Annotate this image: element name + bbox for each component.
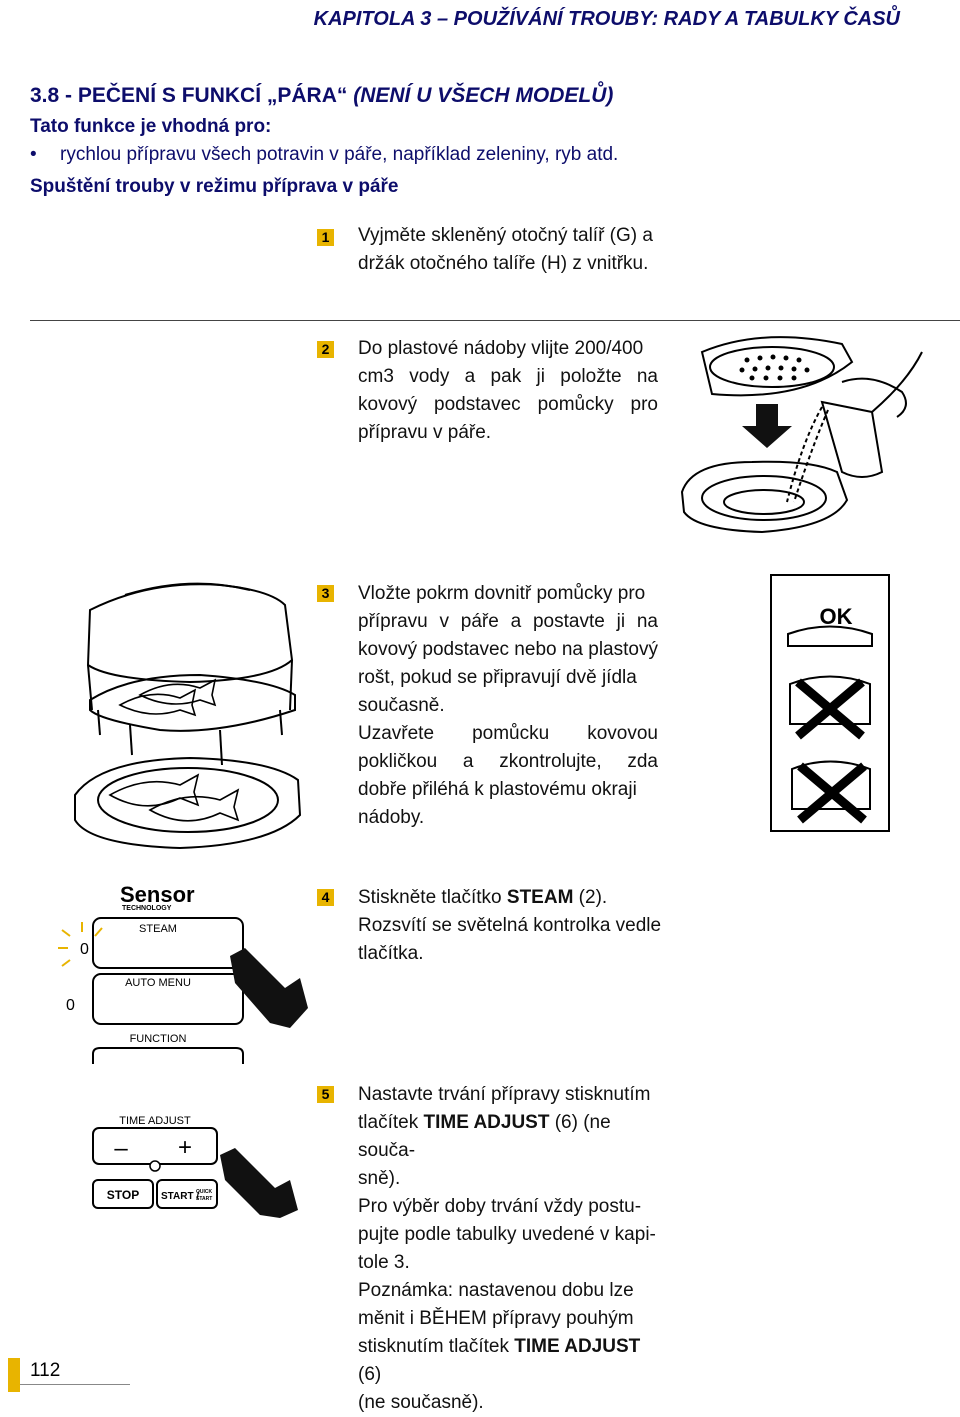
section-title: 3.8 - PEČENÍ S FUNKCÍ „PÁRA“ (NENÍ U VŠE…: [30, 84, 613, 108]
step-number-1: 1: [317, 229, 334, 246]
step-2-line: Do plastové nádoby vlijte 200/400: [358, 338, 644, 359]
step-1-line: Vyjměte skleněný otočný talíř (G) a: [358, 225, 653, 246]
step-2-text: Do plastové nádoby vlijte 200/400 cm3 vo…: [358, 335, 658, 447]
step-1-line: držák otočného talíře (H) z vnitřku.: [358, 253, 649, 274]
auto-menu-indicator: 0: [66, 997, 75, 1014]
divider: [30, 320, 960, 321]
time-adjust-keyword: TIME ADJUST: [514, 1336, 641, 1357]
step-4-line: (2).: [573, 887, 608, 908]
brand-logo: Sensor: [120, 882, 195, 907]
lid-fit-check-illustration: OK: [770, 574, 890, 832]
function-button[interactable]: [92, 1047, 244, 1064]
quick-label: QUICK: [196, 1189, 213, 1195]
bullet-item: • rychlou přípravu všech potravin v páře,…: [30, 144, 618, 166]
step-2-line: cm3 vody a pak ji položte na: [358, 366, 658, 387]
intro-text: Tato funkce je vhodná pro:: [30, 116, 272, 137]
footer-rule: [20, 1384, 130, 1385]
chapter-header: KAPITOLA 3 – POUŽÍVÁNÍ TROUBY: RADY A TA…: [313, 8, 900, 30]
clock-icon: [149, 1160, 161, 1172]
time-adjust-panel-illustration: TIME ADJUST – + STOP START / QUICK START: [92, 1115, 298, 1218]
auto-menu-button[interactable]: [92, 973, 244, 1025]
step-number-2: 2: [317, 341, 334, 358]
cross-icon: [795, 678, 865, 740]
quick-start-label: START: [196, 1196, 212, 1202]
plus-label: +: [178, 1134, 192, 1161]
subheading: Spuštění trouby v režimu příprava v páře: [30, 176, 399, 197]
step-5-line: (6) (ne souča-: [358, 1112, 611, 1161]
time-adjust-label: TIME ADJUST: [119, 1115, 191, 1127]
section-title-paren: (NENÍ U VŠECH MODELŮ): [353, 84, 614, 107]
steamer-base-icon: [74, 756, 302, 850]
step-5-line: Pro výběr doby trvání vždy postu-: [358, 1196, 642, 1217]
step-5-line: pujte podle tabulky uvedené v kapi-: [358, 1224, 656, 1245]
step-number-4: 4: [317, 889, 334, 906]
page-marker: [8, 1358, 20, 1392]
steam-keyword: STEAM: [506, 887, 574, 908]
step-5-line: sně).: [358, 1168, 401, 1189]
step-3-line: Uzavřete pomůcku kovovou: [358, 723, 658, 744]
step-5-line: tlačítek: [358, 1112, 424, 1133]
brand-sub: TECHNOLOGY: [122, 905, 172, 912]
step-3-line: Vložte pokrm dovnitř pomůcky pro: [358, 583, 646, 604]
fish-icon: [108, 678, 240, 822]
step-1-text: Vyjměte skleněný otočný talíř (G) a držá…: [358, 222, 668, 278]
step-4-text: Stiskněte tlačítko STEAM (2). Rozsvítí s…: [358, 884, 678, 968]
pressing-hand-icon: [230, 948, 308, 1028]
step-3-line: pokličkou a zkontrolujte, zda: [358, 751, 658, 772]
step-3-line: současně.: [358, 695, 445, 716]
time-adjust-button[interactable]: [92, 1127, 218, 1165]
cross-icon: [797, 762, 867, 824]
steam-indicator: 0: [80, 941, 89, 958]
water-jug-icon: [786, 351, 923, 503]
stop-button[interactable]: [92, 1179, 154, 1209]
step-5-line: (6): [358, 1364, 382, 1385]
bullet-text: rychlou přípravu všech potravin v páře, …: [60, 144, 619, 165]
step-3-text: Vložte pokrm dovnitř pomůcky pro příprav…: [358, 580, 658, 832]
pressing-hand-icon: [220, 1148, 298, 1218]
minus-label: –: [114, 1135, 128, 1162]
bullet-dot-icon: •: [30, 144, 37, 165]
ok-label: OK: [820, 604, 853, 629]
auto-menu-label: AUTO MENU: [125, 977, 191, 989]
step-5-line: Poznámka: nastavenou dobu lze: [358, 1280, 634, 1301]
plastic-dish-icon: [680, 460, 849, 534]
stop-label: STOP: [107, 1188, 139, 1202]
step-4-line: Rozsvítí se světelná kontrolka vedle: [358, 915, 662, 936]
page-number: 112: [30, 1360, 61, 1381]
step-2-line: kovový podstavec pomůcky pro: [358, 394, 658, 415]
steamer-rack-icon: [700, 336, 854, 397]
step-5-line: (ne současně).: [358, 1392, 484, 1413]
step-3-line: rošt, pokud se připravují dvě jídla: [358, 667, 637, 688]
step-5-line: Nastavte trvání přípravy stisknutím: [358, 1084, 651, 1105]
section-title-main: 3.8 - PEČENÍ S FUNKCÍ „PÁRA“: [30, 84, 354, 107]
step-3-line: dobře přiléhá k plastovému okraji: [358, 779, 637, 800]
start-label: START /: [161, 1191, 199, 1202]
steamer-basket-icon: [89, 673, 296, 732]
step-5-line: tole 3.: [358, 1252, 410, 1273]
step-5-line: měnit i BĚHEM přípravy pouhým: [358, 1308, 634, 1329]
time-adjust-keyword: TIME ADJUST: [423, 1112, 550, 1133]
steam-label: STEAM: [139, 923, 177, 935]
start-button[interactable]: [156, 1179, 218, 1209]
steam-panel-illustration: Sensor TECHNOLOGY STEAM 0 AUTO MENU 0 FU…: [58, 882, 308, 1064]
step-4-line: Stiskněte tlačítko: [358, 887, 507, 908]
step-5-line: stisknutím tlačítek: [358, 1336, 515, 1357]
step-2-line: přípravu v páře.: [358, 422, 492, 443]
function-label: FUNCTION: [130, 1033, 187, 1045]
steamer-stack-illustration: [74, 582, 302, 850]
arrow-down-icon: [742, 404, 792, 448]
light-rays-icon: [58, 922, 103, 967]
step-3-line: kovový podstavec nebo na plastový: [358, 639, 658, 660]
step-4-line: tlačítka.: [358, 943, 424, 964]
steam-button[interactable]: [92, 917, 244, 969]
step-number-5: 5: [317, 1086, 334, 1103]
steamer-filling-illustration: [680, 336, 923, 534]
steamer-lid-icon: [86, 583, 294, 684]
step-number-3: 3: [317, 585, 334, 602]
step-5-text: Nastavte trvání přípravy stisknutím tlač…: [358, 1081, 663, 1417]
step-3-line: nádoby.: [358, 807, 425, 828]
step-3-line: přípravu v páře a postavte ji na: [358, 611, 658, 632]
